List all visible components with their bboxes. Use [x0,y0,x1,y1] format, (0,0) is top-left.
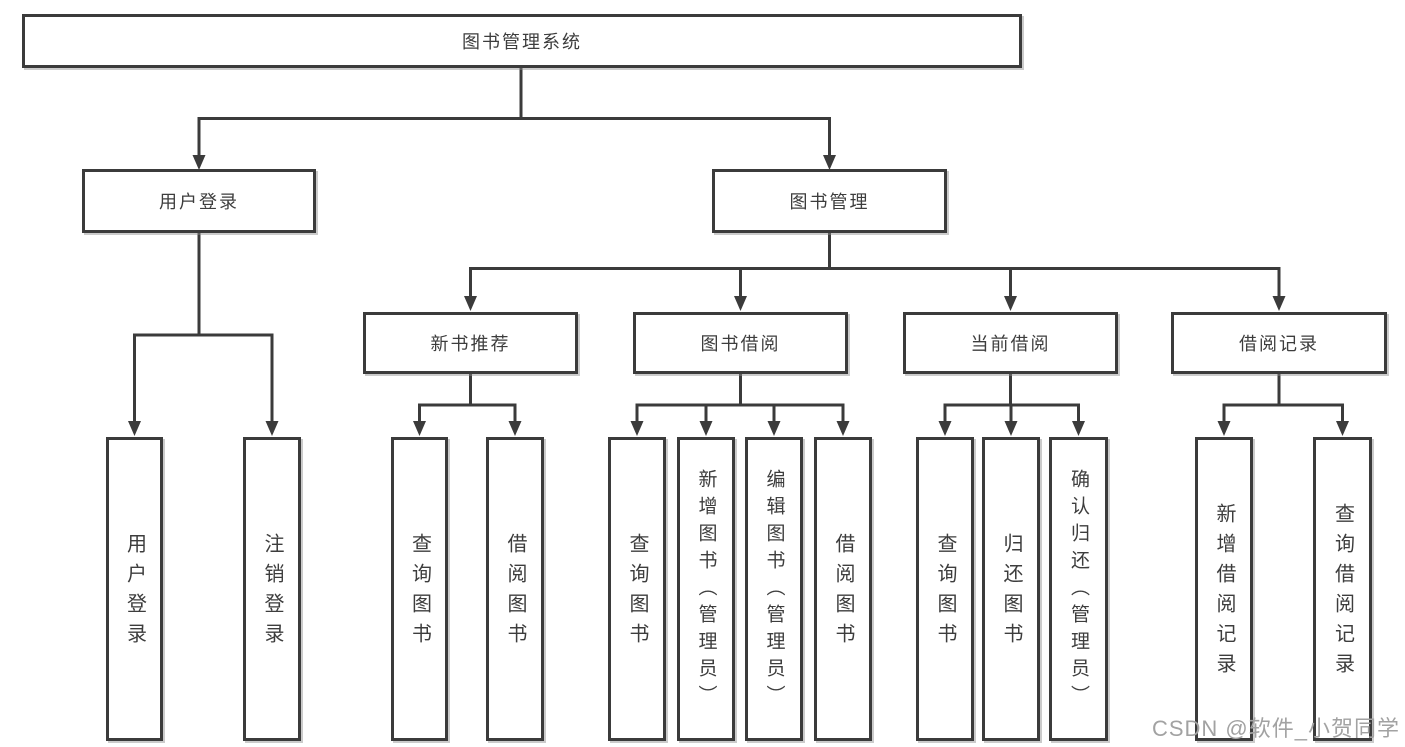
leaf-borrow-books-recommend: 借阅图书 [486,437,544,741]
leaf-confirm-return-admin: 确认归还（管理员） [1049,437,1108,741]
leaf-query-books-current: 查询图书 [916,437,974,741]
connector-path [133,67,1344,423]
node-borrowing-records: 借阅记录 [1171,312,1387,374]
leaf-add-book-admin: 新增图书（管理员） [677,437,735,741]
leaf-return-book: 归还图书 [982,437,1040,741]
csdn-watermark: CSDN @软件_小贺同学 [1151,716,1400,741]
node-book-borrowing: 图书借阅 [633,312,848,374]
leaf-query-books-recommend: 查询图书 [391,437,448,741]
leaf-add-borrow-record: 新增借阅记录 [1195,437,1253,741]
node-current-borrowing: 当前借阅 [903,312,1118,374]
leaf-query-borrow-record: 查询借阅记录 [1313,437,1372,741]
node-new-book-recommendation: 新书推荐 [363,312,578,374]
node-library-management-system: 图书管理系统 [22,14,1022,68]
node-user-login: 用户登录 [82,169,316,233]
leaf-user-login: 用户登录 [106,437,163,741]
leaf-query-books-borrow: 查询图书 [608,437,666,741]
leaf-edit-book-admin: 编辑图书（管理员） [745,437,803,741]
leaf-borrow-books: 借阅图书 [814,437,872,741]
leaf-logout: 注销登录 [243,437,301,741]
node-book-management: 图书管理 [712,169,947,233]
